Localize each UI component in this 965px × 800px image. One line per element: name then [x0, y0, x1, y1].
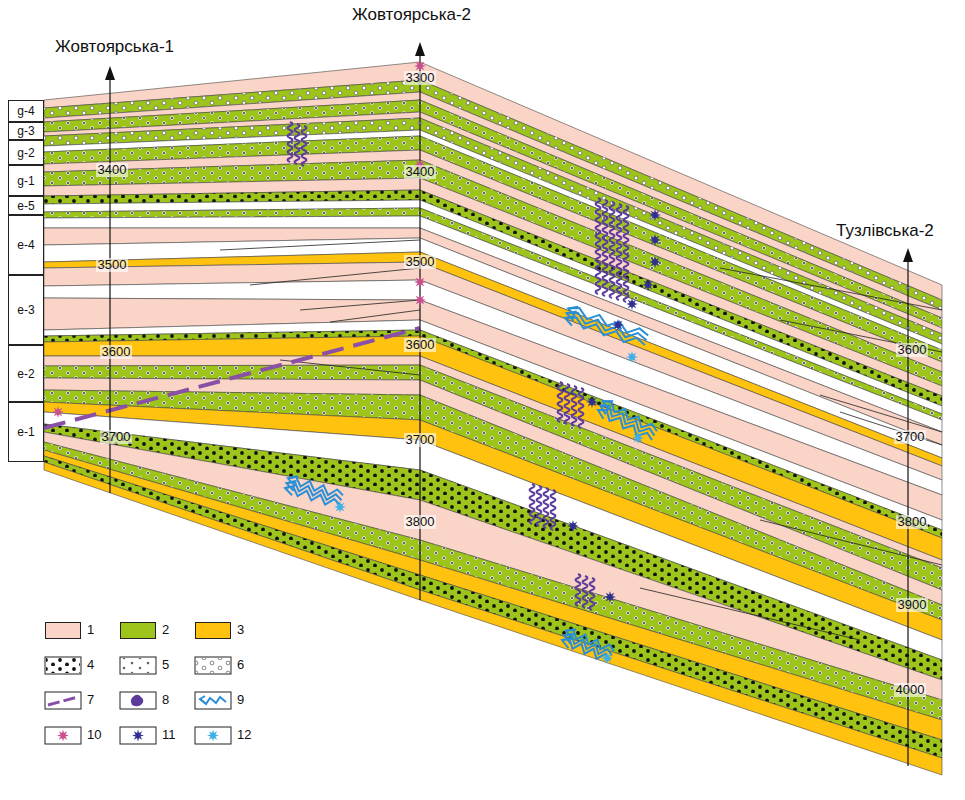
strata-index: e-1 [17, 426, 34, 438]
legend-number: 9 [237, 693, 244, 707]
well-name: Тузлівська-2 [836, 222, 934, 241]
legend-number: 10 [87, 728, 101, 742]
legend-number: 8 [162, 693, 169, 707]
strata-index-box: g-1 [8, 165, 44, 196]
strata-index: e-3 [17, 304, 34, 316]
strata-index-box: e-4 [8, 215, 44, 275]
depth-mark: 3800 [404, 515, 437, 529]
strata-index: g-2 [17, 147, 34, 159]
depth-mark: 3500 [96, 258, 129, 272]
depth-mark: 3700 [894, 430, 927, 444]
legend-swatch [195, 622, 231, 639]
strata-index-box: g-3 [8, 122, 44, 140]
strata-index-box: e-2 [8, 345, 44, 402]
depth-mark: 3500 [404, 255, 437, 269]
strata-index: g-1 [17, 175, 34, 187]
legend-number: 7 [87, 693, 94, 707]
well-name: Жовтоярська-2 [352, 6, 471, 25]
strata-index: e-2 [17, 368, 34, 380]
depth-mark: 3900 [896, 598, 929, 612]
legend-swatch [120, 622, 156, 639]
strata-index-box: e-1 [8, 402, 44, 462]
depth-mark: 3700 [404, 433, 437, 447]
depth-mark: 3300 [404, 71, 437, 85]
legend-number: 5 [162, 658, 169, 672]
strata-index-box: g-4 [8, 100, 44, 122]
depth-mark: 3600 [896, 343, 929, 357]
legend-number: 12 [237, 728, 251, 742]
depth-mark: 3600 [404, 338, 437, 352]
depth-mark: 4000 [894, 683, 927, 697]
depth-mark: 3400 [96, 163, 129, 177]
well-name: Жовтоярська-1 [55, 38, 174, 57]
legend-number: 3 [237, 623, 244, 637]
strata-index: e-5 [17, 200, 34, 212]
strata-index: g-3 [17, 125, 34, 137]
strata-index: g-4 [17, 105, 34, 117]
depth-mark: 3800 [896, 515, 929, 529]
legend-number: 4 [87, 658, 94, 672]
depth-mark: 3400 [404, 165, 437, 179]
legend-number: 1 [87, 623, 94, 637]
depth-mark: 3600 [100, 345, 133, 359]
legend-swatch [45, 622, 81, 639]
strata-index-box: g-2 [8, 140, 44, 165]
legend-number: 6 [237, 658, 244, 672]
legend-number: 11 [162, 728, 176, 742]
strata-index: e-4 [17, 239, 34, 251]
legend-number: 2 [162, 623, 169, 637]
strata-index-box: e-3 [8, 275, 44, 345]
strata-index-box: e-5 [8, 196, 44, 215]
depth-mark: 3700 [100, 430, 133, 444]
